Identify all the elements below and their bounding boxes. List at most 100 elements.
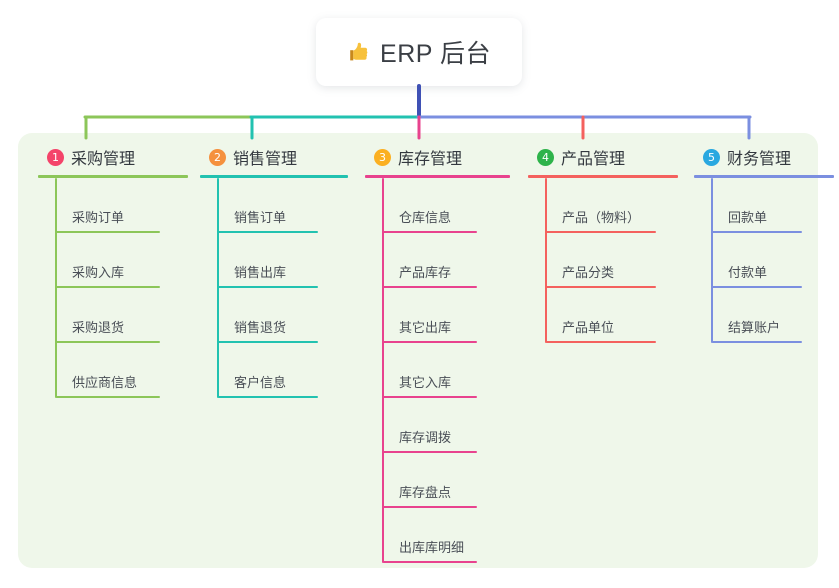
column-item-list: 采购订单采购入库采购退货供应商信息 — [38, 178, 188, 398]
column-title: 采购管理 — [71, 151, 136, 168]
list-item-label: 产品单位 — [562, 320, 615, 335]
column-库存管理: 3 库存管理仓库信息产品库存其它出库其它入库库存调拨库存盘点出库库明细 — [365, 146, 510, 563]
column-header-产品管理[interactable]: 4 产品管理 — [528, 146, 678, 168]
column-badge: 4 — [537, 148, 554, 166]
list-item[interactable]: 采购退货 — [56, 288, 188, 343]
list-item-label: 销售退货 — [234, 320, 287, 335]
column-header-rule — [694, 175, 834, 178]
list-item-rule — [56, 286, 160, 288]
list-item-label: 付款单 — [728, 265, 768, 280]
column-item-list: 仓库信息产品库存其它出库其它入库库存调拨库存盘点出库库明细 — [365, 178, 510, 563]
list-item[interactable]: 销售出库 — [218, 233, 348, 288]
list-item-label: 出库库明细 — [399, 540, 465, 555]
list-item[interactable]: 付款单 — [712, 233, 834, 288]
list-item-rule — [383, 561, 477, 563]
column-badge: 1 — [47, 148, 64, 166]
list-item-label: 其它出库 — [399, 320, 452, 335]
column-产品管理: 4 产品管理产品（物料） 产品分类产品单位 — [528, 146, 678, 343]
column-header-库存管理[interactable]: 3 库存管理 — [365, 146, 510, 168]
list-item-rule — [546, 286, 656, 288]
list-item[interactable]: 回款单 — [712, 178, 834, 233]
column-header-rule — [200, 175, 348, 178]
list-item[interactable]: 结算账户 — [712, 288, 834, 343]
list-item[interactable]: 供应商信息 — [56, 343, 188, 398]
list-item[interactable]: 仓库信息 — [383, 178, 510, 233]
diagram-panel — [18, 133, 818, 568]
list-item-rule — [56, 396, 160, 398]
column-spine — [711, 178, 713, 343]
list-item-label: 结算账户 — [728, 320, 781, 335]
list-item-rule — [383, 341, 477, 343]
list-item-label: 产品分类 — [562, 265, 615, 280]
column-title: 财务管理 — [727, 151, 792, 168]
column-header-采购管理[interactable]: 1 采购管理 — [38, 146, 188, 168]
list-item[interactable]: 产品库存 — [383, 233, 510, 288]
list-item-label: 库存盘点 — [399, 485, 452, 500]
list-item-rule — [712, 231, 802, 233]
list-item-rule — [218, 286, 318, 288]
column-badge: 3 — [374, 148, 391, 166]
list-item-label: 销售订单 — [234, 210, 287, 225]
list-item-label: 采购入库 — [72, 265, 125, 280]
list-item[interactable]: 库存调拨 — [383, 398, 510, 453]
list-item-rule — [546, 231, 656, 233]
list-item[interactable]: 产品单位 — [546, 288, 678, 343]
list-item[interactable]: 产品（物料） — [546, 178, 678, 233]
root-node-card[interactable]: ERP 后台 — [316, 18, 522, 86]
list-item[interactable]: 客户信息 — [218, 343, 348, 398]
list-item-rule — [546, 341, 656, 343]
list-item-rule — [383, 231, 477, 233]
list-item-rule — [218, 396, 318, 398]
list-item-label: 其它入库 — [399, 375, 452, 390]
list-item-rule — [383, 451, 477, 453]
column-title: 产品管理 — [561, 151, 626, 168]
column-财务管理: 5 财务管理回款单付款单结算账户 — [694, 146, 834, 343]
root-node-title: ERP 后台 — [380, 40, 491, 68]
list-item-rule — [56, 341, 160, 343]
list-item[interactable]: 采购订单 — [56, 178, 188, 233]
list-item-label: 库存调拨 — [399, 430, 452, 445]
list-item-rule — [56, 231, 160, 233]
list-item[interactable]: 库存盘点 — [383, 453, 510, 508]
column-采购管理: 1 采购管理采购订单采购入库采购退货供应商信息 — [38, 146, 188, 398]
list-item-rule — [218, 341, 318, 343]
list-item[interactable]: 其它入库 — [383, 343, 510, 398]
list-item-label: 供应商信息 — [72, 375, 138, 390]
column-spine — [382, 178, 384, 563]
column-spine — [545, 178, 547, 343]
column-header-rule — [528, 175, 678, 178]
list-item-label: 仓库信息 — [399, 210, 452, 225]
column-title: 库存管理 — [398, 151, 463, 168]
list-item[interactable]: 其它出库 — [383, 288, 510, 343]
column-badge: 5 — [703, 148, 720, 166]
list-item-label: 采购退货 — [72, 320, 125, 335]
list-item-label: 产品（物料） — [562, 210, 641, 225]
list-item-rule — [383, 396, 477, 398]
list-item[interactable]: 产品分类 — [546, 233, 678, 288]
list-item-rule — [712, 286, 802, 288]
root-node-content: ERP 后台 — [347, 34, 491, 70]
column-header-rule — [365, 175, 510, 178]
list-item-label: 销售出库 — [234, 265, 287, 280]
column-item-list: 销售订单销售出库销售退货客户信息 — [200, 178, 348, 398]
list-item[interactable]: 销售退货 — [218, 288, 348, 343]
list-item-label: 客户信息 — [234, 375, 287, 390]
column-title: 销售管理 — [233, 151, 298, 168]
list-item[interactable]: 销售订单 — [218, 178, 348, 233]
list-item-label: 采购订单 — [72, 210, 125, 225]
thumbs-up-icon — [350, 42, 368, 61]
list-item-rule — [218, 231, 318, 233]
list-item[interactable]: 出库库明细 — [383, 508, 510, 563]
column-item-list: 回款单付款单结算账户 — [694, 178, 834, 343]
column-spine — [55, 178, 57, 398]
list-item-label: 产品库存 — [399, 265, 452, 280]
column-header-rule — [38, 175, 188, 178]
list-item-rule — [712, 341, 802, 343]
list-item-rule — [383, 286, 477, 288]
column-item-list: 产品（物料） 产品分类产品单位 — [528, 178, 678, 343]
column-header-财务管理[interactable]: 5 财务管理 — [694, 146, 834, 168]
list-item[interactable]: 采购入库 — [56, 233, 188, 288]
